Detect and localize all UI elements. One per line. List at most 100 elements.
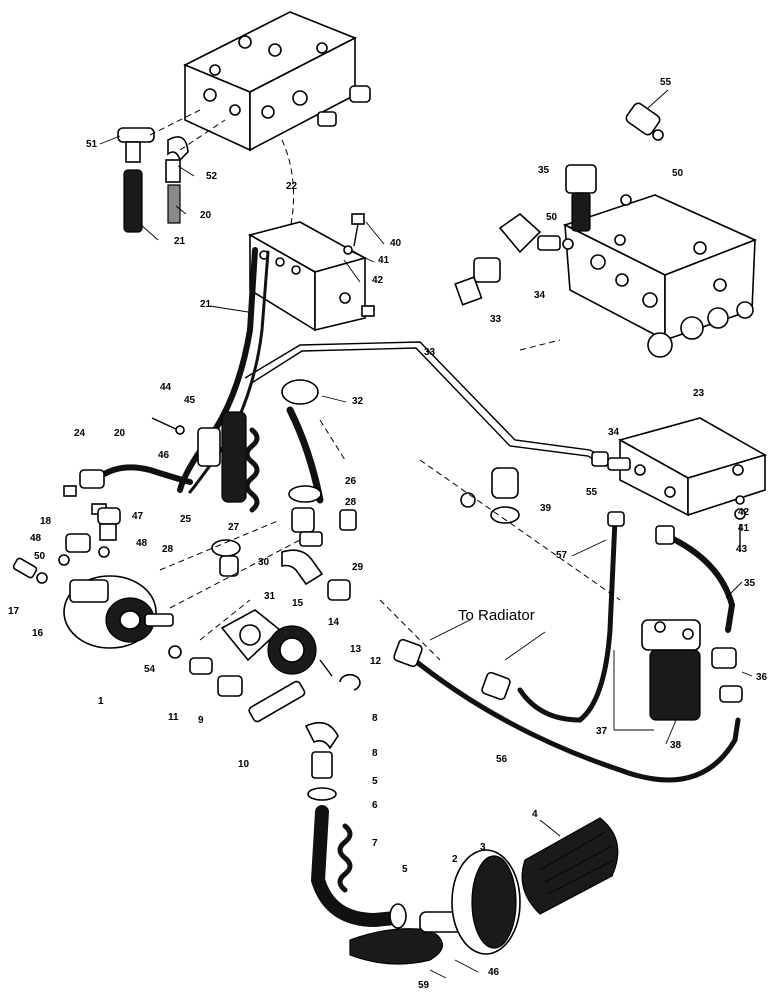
spring-7 <box>337 823 353 893</box>
callout-label: 7 <box>372 838 378 849</box>
callout-label: 15 <box>292 598 304 609</box>
radiator-arrow-right <box>504 631 546 661</box>
bolt-59 <box>429 969 447 979</box>
spring-27 <box>244 427 260 513</box>
radiator-fitting-a <box>393 638 423 668</box>
bolt-44 <box>151 417 179 431</box>
snap-ring-12 <box>339 673 361 691</box>
fitting-18 <box>63 469 105 497</box>
elbow-34-upper <box>498 212 561 254</box>
oring-50b <box>562 238 574 250</box>
nut-29 <box>339 509 357 531</box>
clamp-26 <box>288 485 322 503</box>
bolt-17 <box>12 557 38 579</box>
callout-label: 43 <box>736 544 748 555</box>
callout-label: 51 <box>86 139 98 150</box>
control-valve-block <box>183 11 371 152</box>
strainer-housing <box>349 849 521 965</box>
callout-label: 29 <box>352 562 364 573</box>
oring-54 <box>168 645 182 659</box>
callout-label: 42 <box>372 275 384 286</box>
clamp-5b <box>389 903 407 929</box>
fitting-56 <box>625 102 664 141</box>
oil-filter-38 <box>641 619 701 721</box>
radiator-fitting-b <box>481 671 511 701</box>
callout-label: 55 <box>586 487 598 498</box>
callout-label: 34 <box>534 290 546 301</box>
fitting-35-upper <box>565 164 597 232</box>
bolt-40 <box>351 213 365 247</box>
callout-label: 52 <box>206 171 218 182</box>
callout-label: 36 <box>756 672 768 683</box>
callout-label: 23 <box>693 388 705 399</box>
callout-label: 5 <box>402 864 408 875</box>
callout-label: 21 <box>200 299 212 310</box>
clamp-46 <box>197 427 221 467</box>
callout-label: 27 <box>228 522 240 533</box>
elbow-34-lower <box>591 451 631 471</box>
key-13 <box>319 659 333 677</box>
callout-label: 17 <box>8 606 20 617</box>
callout-label: 35 <box>744 578 756 589</box>
fitting-29 <box>291 507 323 547</box>
callout-label: 46 <box>158 450 170 461</box>
callout-label: 9 <box>198 715 204 726</box>
elbow-9 <box>304 721 339 750</box>
callout-label: 44 <box>160 382 172 393</box>
callout-label: 39 <box>540 503 552 514</box>
fitting-39 <box>460 467 520 524</box>
bolt-46 <box>454 959 479 973</box>
oring-50 <box>620 194 632 206</box>
fitting-31 <box>327 579 351 601</box>
callout-label: 13 <box>350 644 362 655</box>
callout-label: 32 <box>352 396 364 407</box>
washer-16 <box>36 572 48 584</box>
oring-48 <box>98 546 110 558</box>
callout-label: 33 <box>424 347 436 358</box>
callout-label: 8 <box>372 748 378 759</box>
callout-label: 25 <box>180 514 192 525</box>
fitting-33 <box>454 257 501 306</box>
callout-label: 2 <box>452 854 458 865</box>
callout-label: 5 <box>372 776 378 787</box>
callout-label: 18 <box>40 516 52 527</box>
washer-41-right <box>734 508 746 520</box>
loader-valve-block <box>562 194 758 358</box>
callout-label: 35 <box>538 165 550 176</box>
callout-label: 57 <box>556 550 568 561</box>
callout-label: 41 <box>738 523 750 534</box>
fitting-52 <box>165 136 189 183</box>
hose-20-21 <box>123 169 181 233</box>
callout-label: 20 <box>114 428 126 439</box>
adapter-48 <box>65 533 91 553</box>
callout-label: 1 <box>98 696 104 707</box>
pipe-10 <box>248 680 306 723</box>
callout-label: 42 <box>738 507 750 518</box>
callout-label: 55 <box>660 77 672 88</box>
strainer-element-4 <box>521 817 619 915</box>
callout-label: 37 <box>596 726 608 737</box>
callout-label: 11 <box>168 712 179 723</box>
coupling-9 <box>217 675 243 697</box>
callout-label: 40 <box>390 238 402 249</box>
callout-label: 8 <box>372 713 378 724</box>
fitting-57 <box>607 511 625 527</box>
callout-label: 50 <box>546 212 558 223</box>
callout-label: 45 <box>184 395 196 406</box>
hose-57 <box>517 517 618 723</box>
hose-22 <box>177 247 258 493</box>
callout-label: 48 <box>30 533 42 544</box>
callout-label: 28 <box>162 544 174 555</box>
callout-label: 34 <box>608 427 620 438</box>
suction-hose-6 <box>310 805 402 928</box>
callout-label: 20 <box>200 210 212 221</box>
callout-label: 56 <box>496 754 508 765</box>
callout-label: 26 <box>345 476 357 487</box>
callout-label: 50 <box>34 551 46 562</box>
callout-label: 31 <box>264 591 276 602</box>
callout-label: 14 <box>328 617 340 628</box>
callout-label: 12 <box>370 656 382 667</box>
callout-label: 41 <box>378 255 390 266</box>
callout-label: 48 <box>136 538 148 549</box>
callout-label: 24 <box>74 428 86 439</box>
